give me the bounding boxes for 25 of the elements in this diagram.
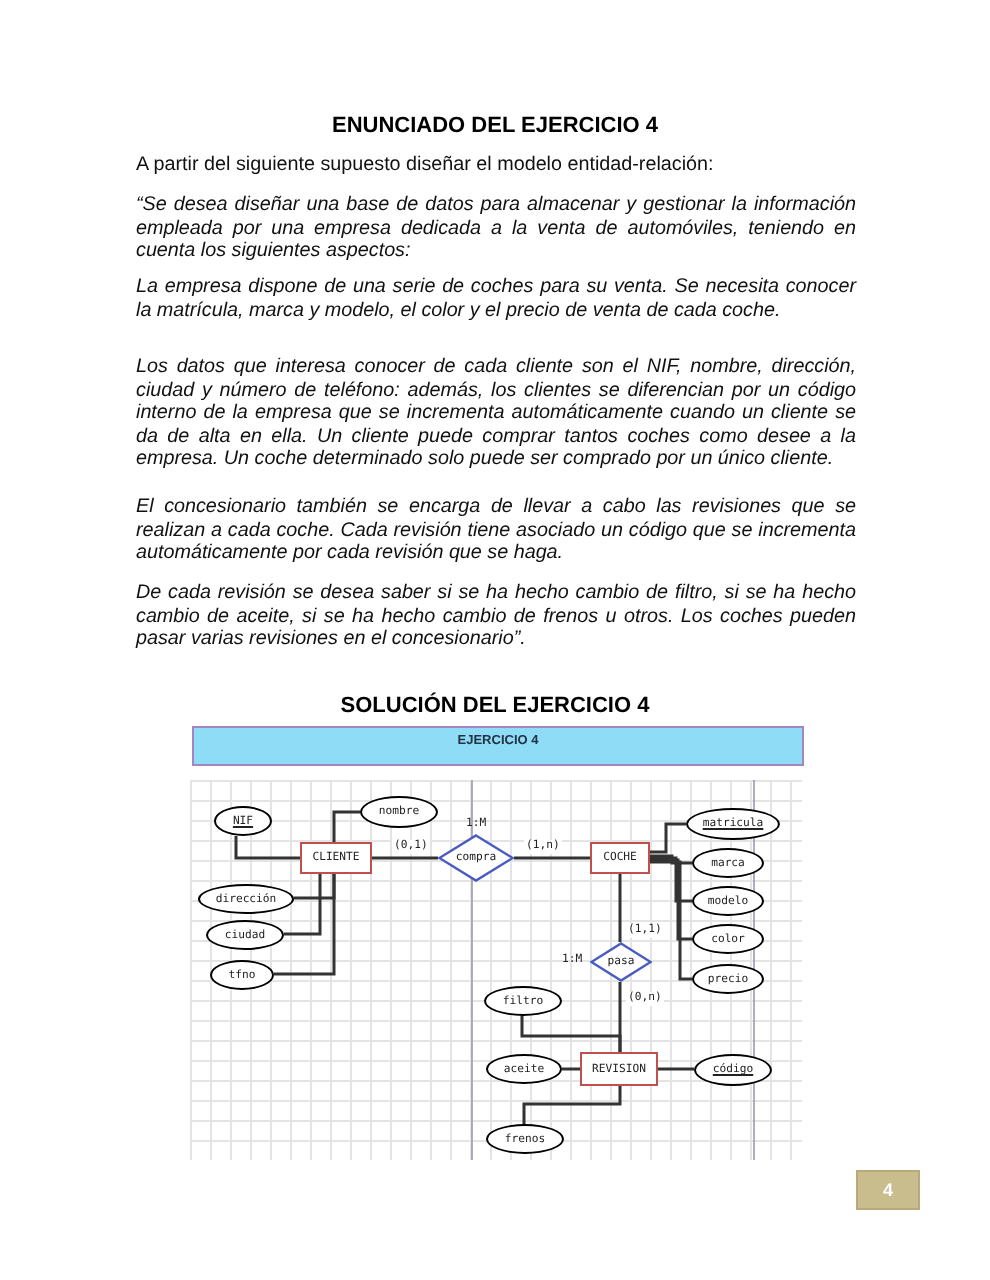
connector-line — [650, 854, 692, 865]
connector-line — [234, 836, 300, 860]
page-number: 4 — [856, 1170, 920, 1210]
connector-line — [520, 1016, 622, 1052]
paragraph: El concesionario también se encarga de llevar a cabo las revisiones que se realizan a cada coche. Cada revisión tiene asociado un código que se incrementa automáticamente por cada revisión que se haga. — [136, 496, 856, 566]
connector-line — [650, 856, 692, 903]
paragraph: Los datos que interesa conocer de cada cliente son el NIF, nombre, dirección, ciudad y número de teléfono: además, los clientes se diferencian por un código interno de la empresa que se incrementa automáticamente cuando un cliente se da de alta en ella. Un cliente puede comprar tantos coches como desee a la empresa. Un coche determinado solo puede ser comprado por un único cliente. — [136, 356, 856, 472]
connector-line — [650, 822, 686, 854]
connector-line — [514, 856, 590, 860]
connector-line — [650, 860, 692, 981]
connector-line — [658, 1067, 694, 1071]
connector-line — [332, 810, 360, 842]
connector-line — [522, 1086, 622, 1124]
connector-line — [618, 874, 622, 942]
heading: SOLUCIÓN DEL EJERCICIO 4 — [338, 694, 652, 718]
paragraph: “Se desea diseñar una base de datos para almacenar y gestionar la información empleada por una empresa dedicada a la venta de automóviles, teniendo en cuenta los siguientes aspectos: — [136, 194, 856, 264]
paragraph: De cada revisión se desea saber si se ha hecho cambio de filtro, si se ha hecho cambio de aceite, si se ha hecho cambio de frenos u otros. Los coches pueden pasar varias revisiones en el concesionario”. — [136, 582, 856, 652]
connector-line — [650, 858, 692, 941]
connector-line — [284, 874, 322, 936]
connector-line — [372, 856, 438, 860]
heading: ENUNCIADO DEL EJERCICIO 4 — [330, 114, 660, 138]
connector-line — [562, 1067, 580, 1071]
connector-line — [274, 874, 336, 976]
paragraph: La empresa dispone de una serie de coches para su venta. Se necesita conocer la matrícula, marca y modelo, el color y el precio de venta de cada coche. — [136, 276, 856, 323]
paragraph: A partir del siguiente supuesto diseñar el modelo entidad-relación: — [136, 154, 716, 178]
